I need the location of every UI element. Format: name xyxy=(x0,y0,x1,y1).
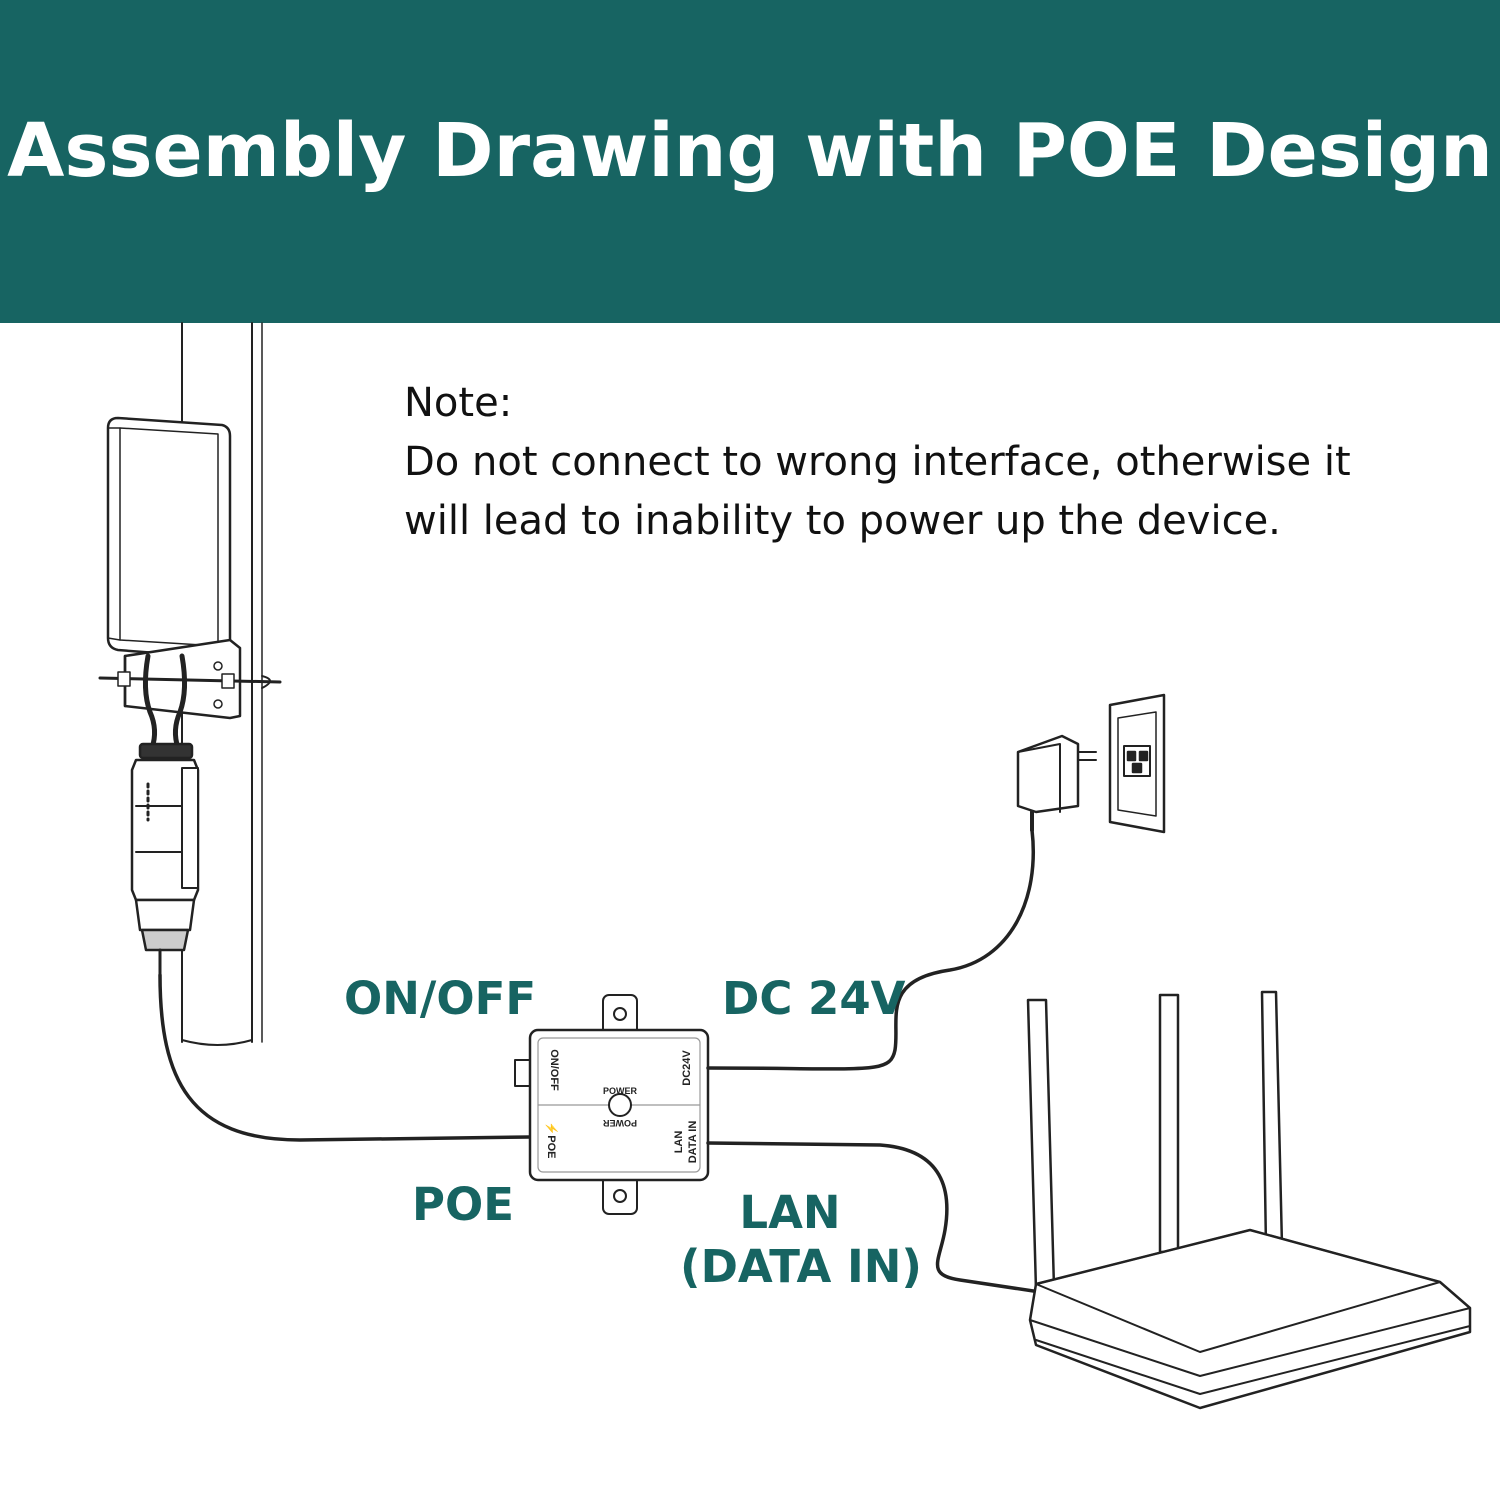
note-text: Note: Do not connect to wrong interface,… xyxy=(404,374,1484,551)
label-poe: POE xyxy=(412,1178,514,1231)
dc-cable xyxy=(706,828,1035,1071)
injector-dc-text: DC24V xyxy=(681,1050,693,1086)
label-lan: LAN xyxy=(739,1186,841,1239)
page-title: Assembly Drawing with POE Design xyxy=(7,108,1493,194)
antenna-cables xyxy=(142,653,188,751)
injector-power-bottom-text: POWER xyxy=(603,1118,638,1128)
wall-outlet xyxy=(1108,693,1166,834)
injector-lan-text: LAN xyxy=(673,1131,685,1154)
lan-cable xyxy=(706,1141,1042,1294)
title-banner: Assembly Drawing with POE Design xyxy=(0,0,1500,323)
injector-onoff-text: ON/OFF xyxy=(548,1049,560,1091)
note-heading: Note: xyxy=(404,380,513,426)
note-line-1: Do not connect to wrong interface, other… xyxy=(404,439,1351,485)
injector-poe-text: ⚡POE xyxy=(545,1122,558,1159)
outdoor-unit xyxy=(130,742,200,977)
power-adapter xyxy=(1016,734,1097,832)
router xyxy=(1026,990,1472,1410)
injector-power-top-text: POWER xyxy=(603,1086,638,1096)
panel-antenna xyxy=(106,416,232,660)
note-line-2: will lead to inability to power up the d… xyxy=(404,498,1281,544)
label-on-off: ON/OFF xyxy=(344,972,537,1025)
label-dc-24v: DC 24V xyxy=(722,972,906,1025)
label-data-in: (DATA IN) xyxy=(680,1240,922,1293)
injector-data-in-text: DATA IN xyxy=(687,1121,699,1164)
poe-injector xyxy=(514,994,710,1215)
poe-cable xyxy=(158,973,532,1142)
